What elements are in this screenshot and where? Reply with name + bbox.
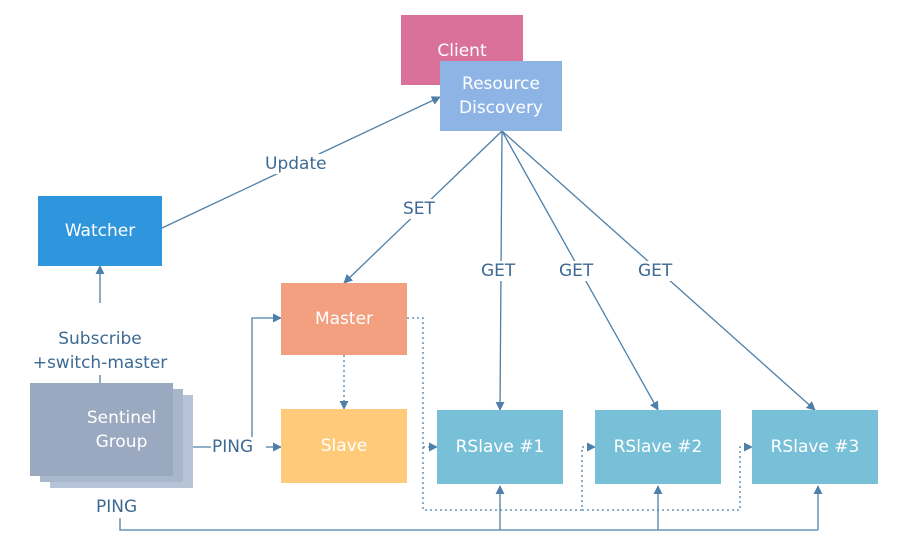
set-label: SET — [403, 199, 435, 219]
sentinel-group-label: Sentinel Group — [86, 407, 157, 452]
ping-bottom-line — [119, 518, 818, 531]
get-label-2: GET — [559, 261, 594, 281]
resource-discovery-label: Resource Discovery — [459, 74, 543, 118]
ping-master-line — [251, 313, 282, 447]
client-label: Client — [437, 41, 487, 61]
ping-label-bottom: PING — [96, 497, 138, 517]
replication-master-rslave-1 — [407, 317, 438, 452]
replication-rslave-2-rslave-3 — [582, 442, 753, 511]
slave-node: Slave — [281, 409, 407, 483]
watcher-label: Watcher — [64, 221, 136, 241]
ping-label-right: PING — [212, 437, 254, 457]
slave-label: Slave — [320, 436, 368, 456]
master-label: Master — [314, 309, 374, 329]
subscribe-label: Subscribe +switch-master — [32, 303, 168, 375]
rslave-1-node: RSlave #1 — [437, 410, 563, 484]
rslave-1-label: RSlave #1 — [455, 437, 545, 457]
rslave-3-label: RSlave #3 — [770, 437, 860, 457]
get-label-1: GET — [481, 261, 516, 281]
master-node: Master — [281, 283, 407, 355]
rslave-2-node: RSlave #2 — [595, 410, 721, 484]
subscribe-label-text: Subscribe +switch-master — [32, 329, 168, 373]
get-label-3: GET — [638, 261, 673, 281]
rslave-2-label: RSlave #2 — [613, 437, 703, 457]
update-label: Update — [265, 154, 327, 174]
resource-discovery-node: Resource Discovery — [440, 61, 562, 131]
watcher-node: Watcher — [38, 196, 162, 266]
sentinel-group-node: Sentinel Group — [30, 383, 173, 476]
rslave-3-node: RSlave #3 — [752, 410, 878, 484]
